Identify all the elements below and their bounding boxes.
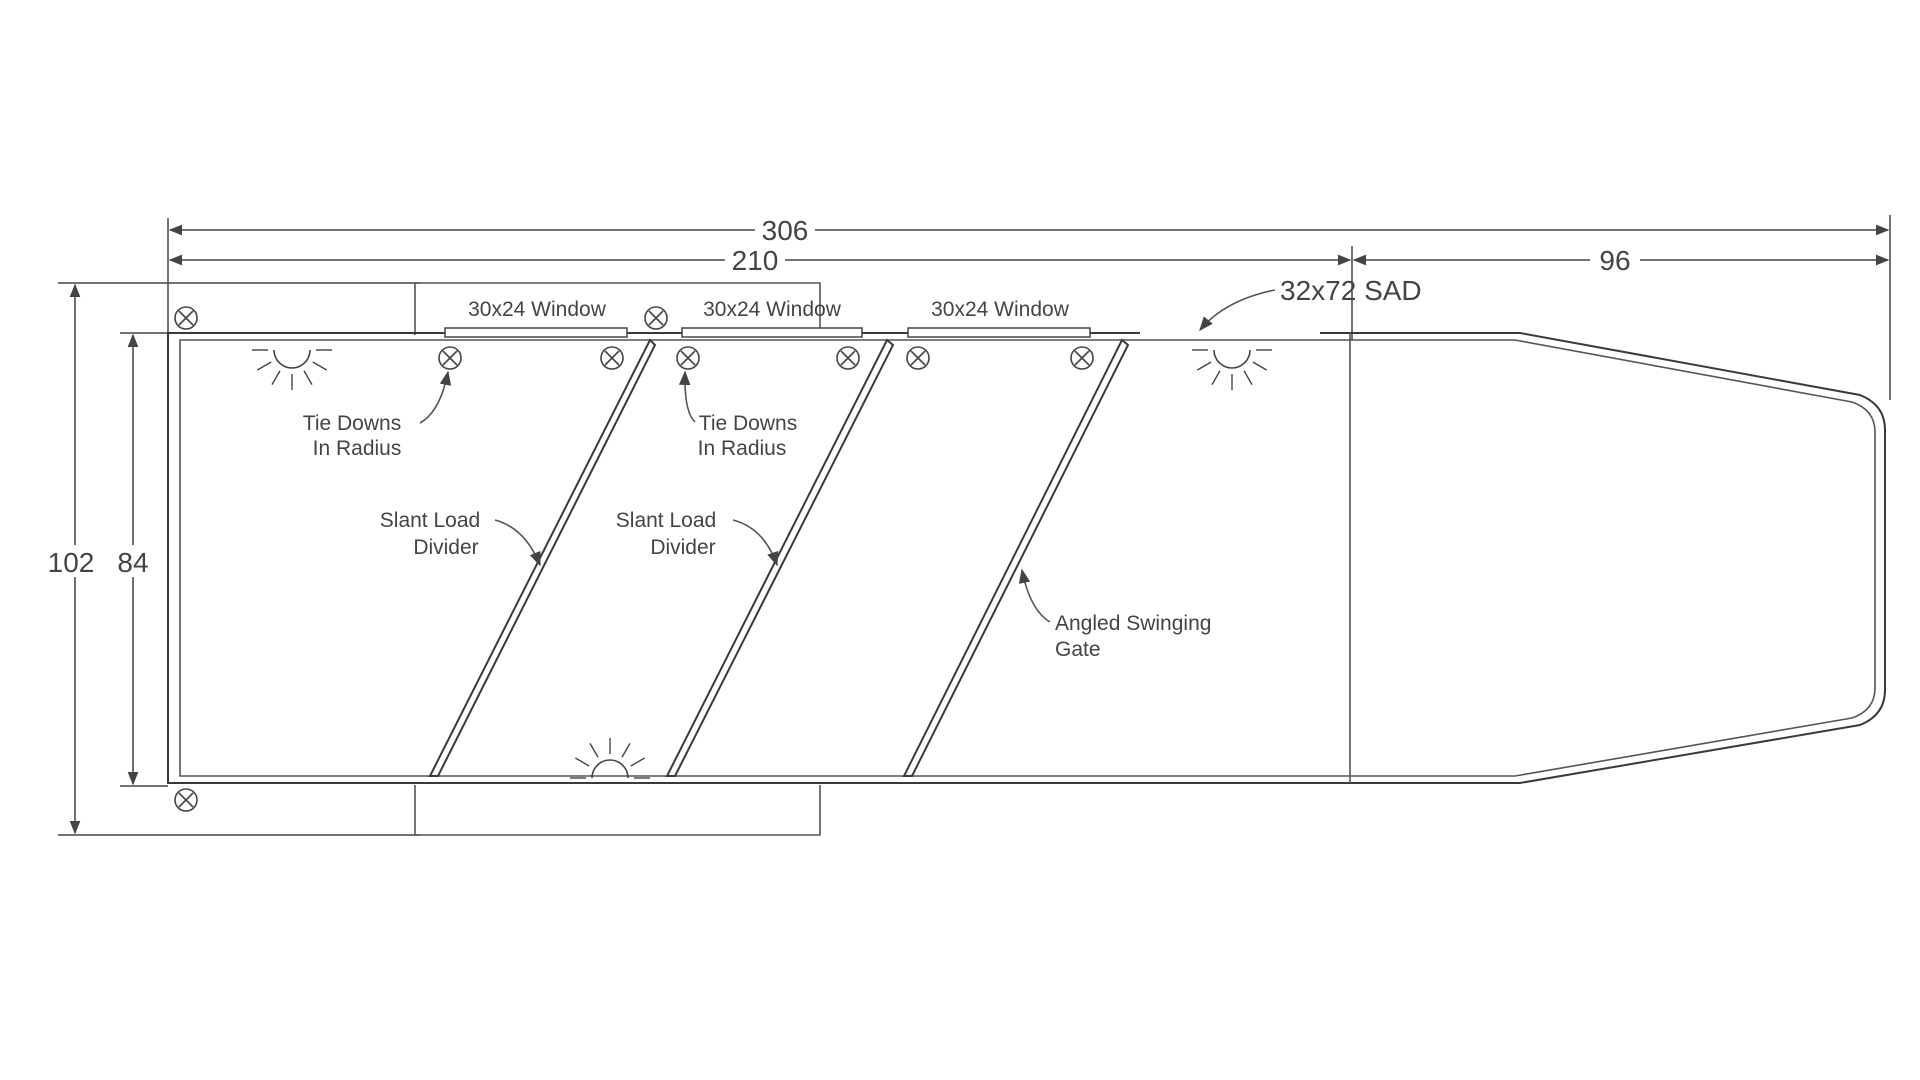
side-door: 32x72 SAD: [1199, 275, 1422, 332]
circle-x-icon: [906, 346, 930, 370]
window-1: 30x24 Window: [444, 298, 628, 338]
tie-downs-2-line-2: In Radius: [698, 437, 787, 460]
circle-x-icon: [836, 346, 860, 370]
circle-x-icon: [676, 346, 700, 370]
nose-length-label: 96: [1599, 245, 1630, 276]
trailer-body-outline: [167, 329, 1886, 784]
window-2: 30x24 Window: [681, 298, 863, 338]
dimension-nose-length: 96: [1351, 244, 1890, 340]
tie-downs-1-line-1: Tie Downs: [303, 412, 401, 435]
dimension-overall-length: 306: [167, 214, 1891, 400]
gate-line-1: Angled Swinging: [1055, 612, 1211, 635]
circle-x-icon: [438, 346, 462, 370]
circle-x-icon: [644, 306, 668, 330]
callout-divider-1: Slant Load Divider: [380, 509, 541, 567]
outer-width-label: 102: [48, 547, 95, 578]
callout-divider-2: Slant Load Divider: [616, 509, 779, 567]
tie-downs-2-line-1: Tie Downs: [699, 412, 797, 435]
tie-downs: [174, 306, 1094, 812]
main-length-label: 210: [732, 245, 779, 276]
overall-length-label: 306: [762, 215, 809, 246]
dome-light-icon: [1192, 349, 1272, 390]
window-3: 30x24 Window: [907, 298, 1091, 338]
dome-light-icon: [252, 349, 332, 390]
callout-gate: Angled Swinging Gate: [1018, 568, 1211, 661]
fender-top: [414, 282, 821, 335]
slant-divider-2: [665, 338, 895, 777]
fender-bottom: [414, 785, 821, 836]
dimension-inner-width: 84: [110, 332, 168, 787]
window-1-label: 30x24 Window: [468, 298, 607, 321]
circle-x-icon: [600, 346, 624, 370]
circle-x-icon: [1070, 346, 1094, 370]
tie-downs-1-line-2: In Radius: [313, 437, 402, 460]
window-3-label: 30x24 Window: [931, 298, 1070, 321]
dome-lights: [252, 349, 1272, 779]
dimension-outer-width: 102: [45, 282, 420, 836]
circle-x-icon: [174, 788, 198, 812]
circle-x-icon: [174, 306, 198, 330]
callout-tie-downs-1: Tie Downs In Radius: [303, 370, 452, 460]
dome-light-icon: [570, 738, 650, 779]
side-door-label: 32x72 SAD: [1280, 275, 1422, 306]
divider-1-line-2: Divider: [413, 536, 478, 559]
angled-swinging-gate: [902, 338, 1130, 777]
dimension-main-length: 210: [168, 244, 1352, 276]
divider-1-line-1: Slant Load: [380, 509, 480, 532]
inner-width-label: 84: [117, 547, 148, 578]
divider-2-line-2: Divider: [650, 536, 715, 559]
divider-2-line-1: Slant Load: [616, 509, 716, 532]
gate-line-2: Gate: [1055, 638, 1101, 661]
callout-tie-downs-2: Tie Downs In Radius: [678, 370, 797, 460]
slant-divider-1: [428, 338, 657, 777]
window-2-label: 30x24 Window: [703, 298, 842, 321]
